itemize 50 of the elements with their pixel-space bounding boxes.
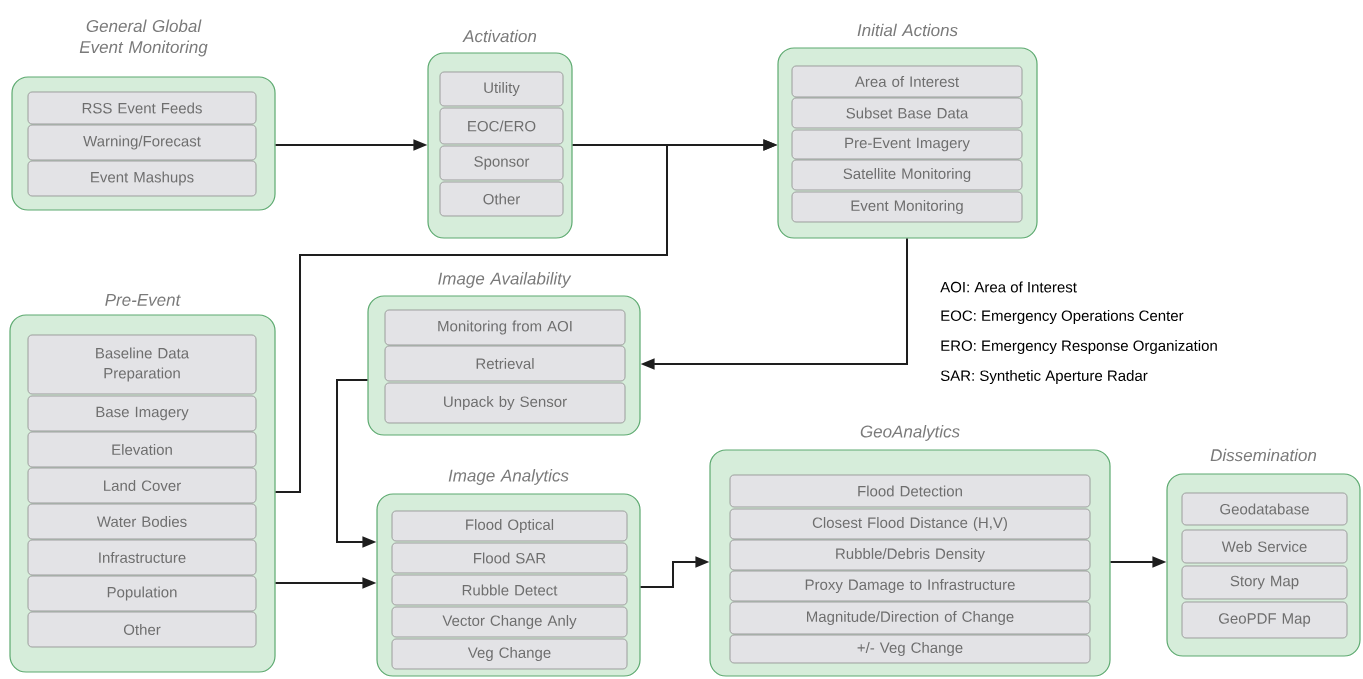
group-title: Pre-Event — [105, 294, 181, 306]
item-box: Event Monitoring — [791, 191, 1023, 223]
item-box: Utility — [439, 71, 564, 107]
item-box: Other — [439, 181, 564, 217]
group-title: Activation — [462, 29, 537, 43]
item-box: Vector Change Anly — [391, 606, 628, 638]
item-box: Rubble Detect — [391, 574, 628, 606]
item-box: Flood Detection — [729, 474, 1091, 508]
group-title: Image Analytics — [448, 469, 569, 485]
item-box: Monitoring from AOI — [384, 309, 626, 346]
item-box: Retrieval — [384, 345, 626, 382]
item-box: EOC/ERO — [439, 107, 564, 145]
item-box: Base Imagery — [27, 395, 257, 432]
item-box: GeoPDF Map — [1181, 601, 1348, 639]
item-box: Land Cover — [27, 467, 257, 504]
item-box: Unpack by Sensor — [384, 382, 626, 424]
group-title: General Global Event Monitoring — [79, 19, 208, 57]
item-box: Infrastructure — [27, 539, 257, 576]
note-text: AOI: Area of Interest — [940, 281, 1077, 293]
note-text: EOC: Emergency Operations Center — [941, 310, 1184, 324]
item-box: Web Service — [1181, 529, 1348, 564]
item-box: Closest Flood Distance (H,V) — [729, 508, 1091, 540]
note-text: SAR: Synthetic Aperture Radar — [940, 370, 1148, 384]
item-box: RSS Event Feeds — [27, 91, 257, 125]
item-box: Satellite Monitoring — [791, 159, 1023, 191]
item-box: Proxy Damage to Infrastructure — [729, 570, 1091, 602]
item-box: Water Bodies — [27, 503, 257, 540]
item-box: Other — [27, 611, 257, 648]
group-title: GeoAnalytics — [860, 425, 960, 441]
item-box: Flood Optical — [391, 510, 628, 542]
group-title: Dissemination — [1210, 448, 1317, 462]
item-box: Elevation — [27, 431, 257, 468]
item-box: Geodatabase — [1181, 492, 1348, 526]
item-box: Warning/Forecast — [27, 124, 257, 161]
item-box: Event Mashups — [27, 160, 257, 197]
item-box: Flood SAR — [391, 542, 628, 574]
item-box: Story Map — [1181, 565, 1348, 600]
note-text: ERO: Emergency Response Organization — [941, 340, 1217, 354]
item-box: Veg Change — [391, 638, 628, 670]
item-box: Subset Base Data — [791, 97, 1023, 129]
item-box: Area of Interest — [791, 65, 1023, 98]
item-box: Rubble/Debris Density — [729, 539, 1091, 571]
item-box: Population — [27, 575, 257, 612]
group-title: Initial Actions — [857, 23, 958, 37]
item-box: +/- Veg Change — [729, 634, 1091, 664]
item-box: Magnitude/Direction of Change — [729, 601, 1091, 635]
group-title: Image Availability — [438, 272, 572, 288]
item-box: Pre-Event Imagery — [791, 129, 1023, 160]
item-box: Baseline Data Preparation — [27, 334, 257, 395]
item-box: Sponsor — [439, 145, 564, 181]
